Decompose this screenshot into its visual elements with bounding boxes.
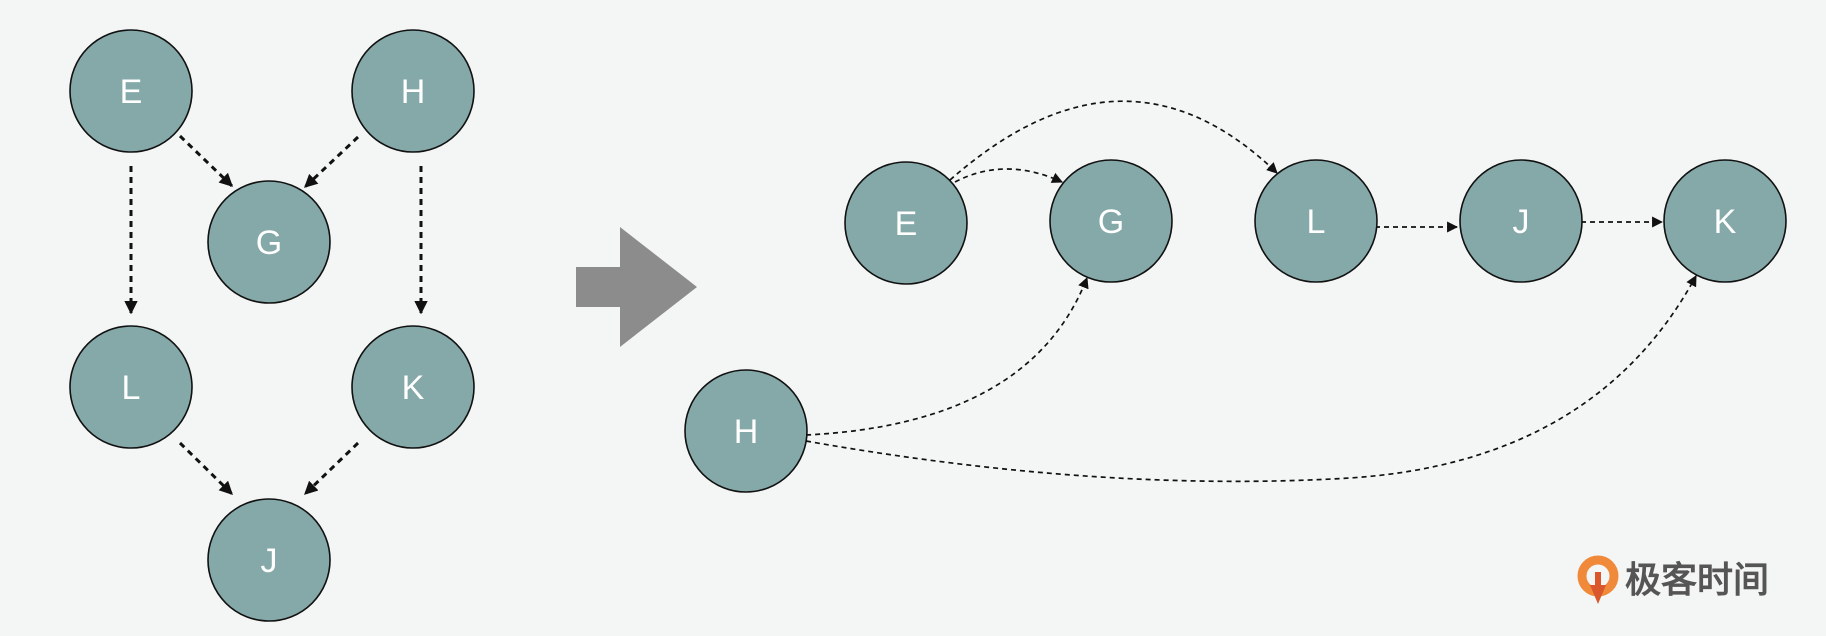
left-node-h: H (351, 29, 475, 153)
node-label: E (895, 205, 918, 243)
left-edge-k-j (303, 441, 360, 496)
node-label: J (261, 542, 278, 580)
right-graph: E G L J K H (684, 100, 1787, 493)
node-label: E (120, 73, 143, 111)
node-label: H (401, 73, 426, 111)
node-label: L (122, 369, 141, 407)
right-node-e: E (844, 161, 968, 285)
left-node-l: L (69, 325, 193, 449)
logo-tail (1590, 585, 1606, 604)
right-node-h: H (684, 369, 808, 493)
left-edge-e-g (178, 134, 234, 188)
node-label: J (1513, 203, 1530, 241)
brand-logo: 极客时间 (1577, 555, 1769, 604)
right-edge-h-k (805, 275, 1697, 483)
node-label: K (1714, 203, 1737, 241)
node-label: G (256, 224, 282, 262)
node-label: G (1098, 203, 1124, 241)
left-graph: E H G L K J (69, 29, 475, 622)
right-edge-e-g (954, 168, 1064, 183)
right-edge-h-g (805, 276, 1089, 436)
brand-name: 极客时间 (1625, 559, 1769, 600)
right-node-l: L (1254, 159, 1378, 283)
right-edge-e-l (949, 100, 1278, 181)
left-edge-l-j (178, 441, 234, 496)
left-edge-h-g (303, 135, 360, 189)
geektime-logo-icon (1577, 555, 1619, 604)
logo-stem (1595, 572, 1601, 586)
left-node-g: G (207, 180, 331, 304)
right-node-g: G (1049, 159, 1173, 283)
right-arrow-icon (576, 227, 697, 347)
left-node-k: K (351, 325, 475, 449)
left-node-j: J (207, 498, 331, 622)
node-label: L (1307, 203, 1326, 241)
node-label: K (402, 369, 425, 407)
right-node-k: K (1663, 159, 1787, 283)
node-label: H (734, 413, 759, 451)
left-node-e: E (69, 29, 193, 153)
right-node-j: J (1459, 159, 1583, 283)
